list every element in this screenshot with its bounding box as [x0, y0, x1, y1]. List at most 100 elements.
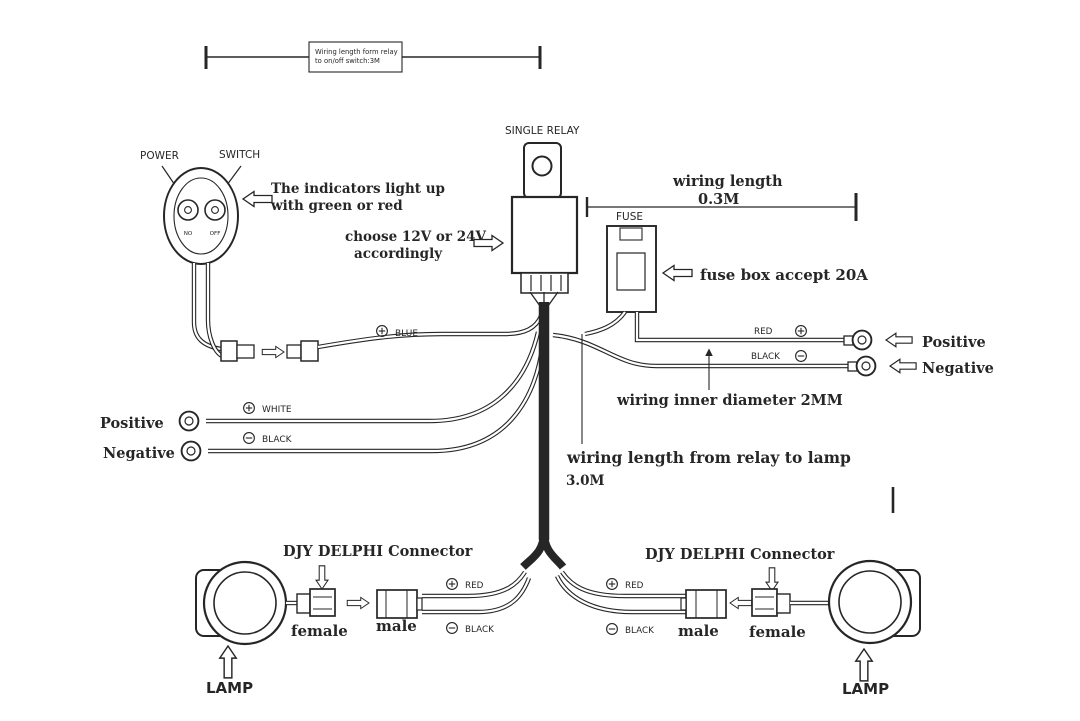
red-power-label: RED: [754, 327, 773, 337]
ring-terminal-negative-right-tab: [847, 361, 858, 372]
left-black-wire: [422, 577, 531, 614]
left-female-connector: [309, 588, 336, 617]
ruler-label-box: [308, 41, 403, 73]
blue-wire-label: BLUE: [395, 329, 418, 339]
negative-left-label: Negative: [103, 445, 175, 462]
left-male-label: male: [376, 617, 417, 635]
plus-icon: [606, 578, 618, 590]
positive-right-arrow: [885, 332, 913, 348]
relay-to-lamp-value: 3.0M: [566, 473, 604, 489]
fuse-box-tab: [619, 227, 643, 241]
plus-icon: [243, 402, 255, 414]
switch-wire-2: [205, 263, 224, 358]
black-power-wire: [552, 333, 850, 368]
delphi-right-down-arrow: [765, 567, 779, 592]
right-red-wire: [560, 570, 686, 599]
plus-icon: [795, 325, 807, 337]
switch-connector-female-tip: [236, 344, 255, 359]
left-red-wire: [422, 571, 526, 598]
red-power-wire: [635, 312, 846, 342]
no-label: NO: [184, 231, 193, 237]
ring-terminal-positive-right-tab: [843, 335, 854, 346]
left-lamp-lens-inner: [213, 571, 277, 635]
right-lamp-lens-inner: [838, 570, 902, 634]
switch-face: [173, 177, 229, 255]
left-male-connector-latch: [416, 597, 423, 611]
positive-left-label: Positive: [100, 415, 164, 432]
fuse-unit: FUSE fuse box accept 20A: [606, 211, 868, 313]
fuse-element: [616, 252, 646, 291]
white-wire: [206, 331, 540, 423]
positive-right-label: Positive: [922, 334, 986, 351]
relay-title: SINGLE RELAY: [505, 125, 580, 137]
left-female-connector-tip: [296, 593, 311, 614]
off-label: OFF: [210, 231, 221, 237]
right-red-label: RED: [625, 581, 644, 591]
switch-label: SWITCH: [219, 149, 260, 161]
fuse-feed-wire: [584, 311, 626, 336]
red-power-wire: [634, 312, 846, 343]
ruler-label-line2: to on/off switch:3M: [315, 57, 380, 65]
power-leads: RED BLACK Positive Negative wiring inner…: [552, 310, 994, 409]
delphi-connector-left-label: DJY DELPHI Connector: [283, 543, 473, 560]
minus-icon: [795, 350, 807, 362]
switch-connector-male: [300, 340, 319, 362]
minus-icon: [606, 623, 618, 635]
delphi-left-down-arrow: [315, 565, 329, 590]
relay-lead: [547, 291, 559, 307]
negative-right-arrow: [889, 358, 917, 374]
right-lamp-label: LAMP: [842, 680, 889, 698]
harness-branch-right: [540, 531, 567, 570]
fuse-note-arrow: [662, 264, 693, 282]
ring-terminal-positive-right-hole: [857, 335, 867, 345]
white-wire-label: WHITE: [262, 405, 292, 415]
left-lamp-up-arrow: [219, 645, 237, 679]
inner-diameter-note: wiring inner diameter 2MM: [616, 392, 843, 409]
main-cable: wiring length from relay to lamp 3.0M: [520, 291, 895, 570]
black-wire-left-label: BLACK: [262, 435, 293, 445]
negative-right-label: Negative: [922, 360, 994, 377]
right-lamp-up-arrow: [855, 648, 873, 682]
black-wire-left: [208, 341, 545, 453]
switch-unit: POWER SWITCH NO OFF The indicators light…: [140, 149, 445, 265]
top-ruler: Wiring length form relay to on/off switc…: [204, 41, 542, 73]
minus-icon: [446, 622, 458, 634]
relay-to-lamp-label: wiring length from relay to lamp: [566, 448, 851, 467]
right-male-connector-latch: [680, 597, 687, 611]
switch-connector-arrow: [261, 345, 285, 359]
relay-mount-hole: [531, 155, 553, 177]
delphi-connector-right-label: DJY DELPHI Connector: [645, 546, 835, 563]
left-lamp-label: LAMP: [206, 679, 253, 697]
fuse-note: fuse box accept 20A: [700, 266, 868, 284]
ruler-label-line1: Wiring length form relay: [315, 48, 398, 56]
blue-wire: [317, 315, 543, 349]
ring-terminal-negative-left-hole: [186, 446, 196, 456]
right-female-label: female: [749, 623, 806, 641]
switch-connector-male-tip: [286, 344, 302, 359]
power-label: POWER: [140, 150, 179, 162]
left-red-label: RED: [465, 581, 484, 591]
relay-note-line2: accordingly: [354, 246, 443, 262]
left-black-label: BLACK: [465, 625, 494, 635]
relay-lead: [529, 291, 541, 307]
plus-icon: [376, 325, 388, 337]
relay-unit: SINGLE RELAY choose 12V or 24V according…: [345, 125, 580, 294]
fuse-feed-wire: [584, 310, 627, 337]
right-female-connector: [751, 588, 778, 617]
left-lamp-assembly: DJY DELPHI Connector female male RED BLA…: [195, 543, 532, 697]
right-female-connector-tip: [776, 593, 791, 614]
relay-body: [510, 195, 579, 275]
black-power-label: BLACK: [751, 352, 780, 362]
right-red-wire: [561, 571, 686, 598]
switch-connector-female: [220, 340, 238, 362]
plus-icon: [446, 578, 458, 590]
power-indicator-dot: [184, 206, 192, 214]
left-mate-arrow: [346, 596, 370, 610]
measure-relay-fuse: wiring length 0.3M: [585, 173, 858, 221]
minus-icon: [243, 432, 255, 444]
switch-wire-2: [206, 263, 223, 357]
right-black-label: BLACK: [625, 626, 654, 636]
ring-terminal-negative-right-hole: [861, 361, 871, 371]
ring-terminal-positive-left-hole: [184, 416, 194, 426]
